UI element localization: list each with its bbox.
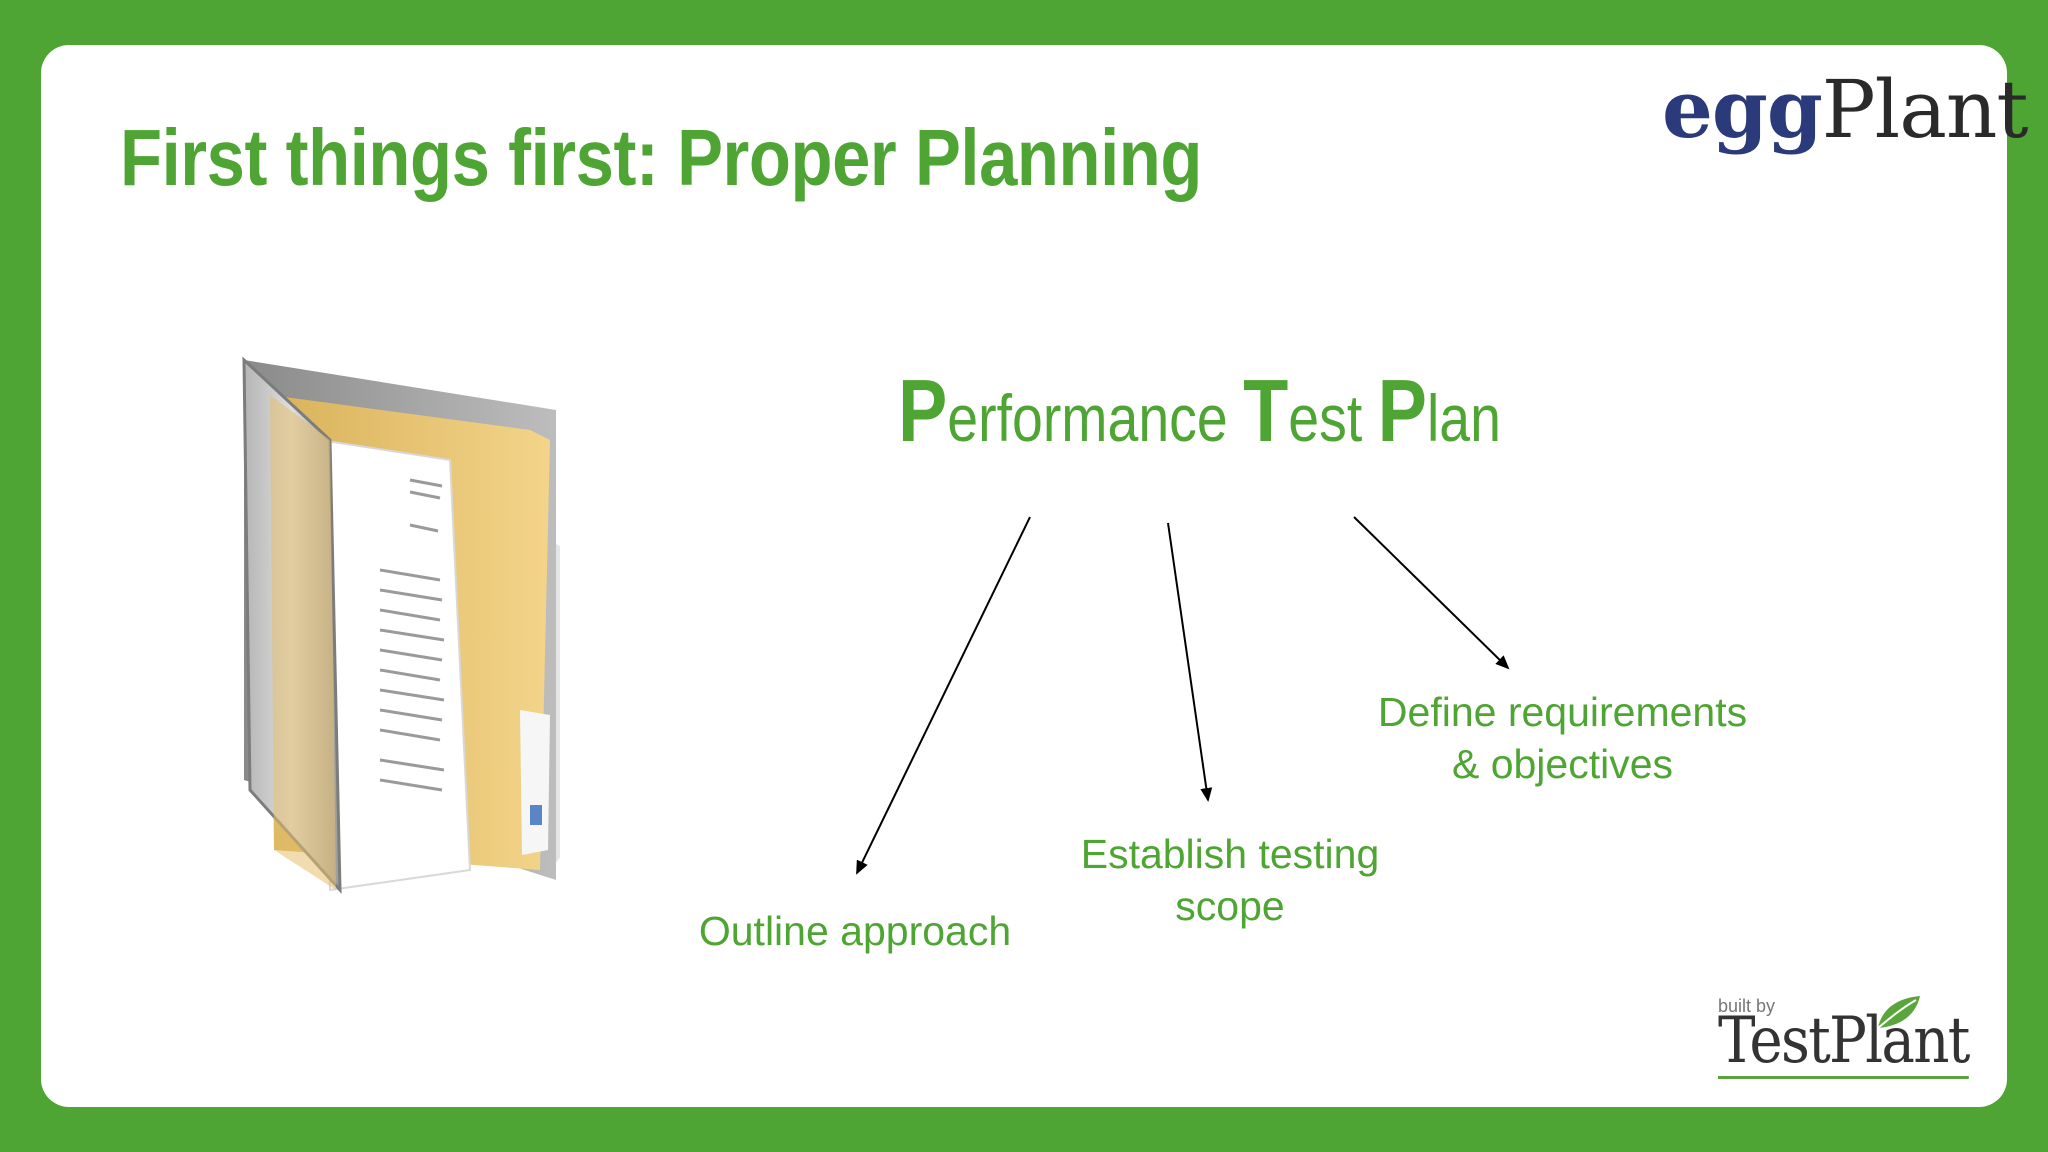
folder-icon [242, 356, 560, 895]
testplant-logo: TestPlant [1718, 1004, 1970, 1079]
plan-title-p: P [898, 361, 948, 460]
plan-title: Performance Test Plan [898, 360, 1501, 462]
slide-title: First things first: Proper Planning [120, 113, 1202, 202]
arrow-establish [1167, 522, 1213, 802]
plan-title-t-rest: est [1288, 381, 1378, 455]
arrow-outline [856, 516, 1031, 875]
establish-scope-line1: Establish testing [1080, 831, 1380, 877]
define-requirements-line2: & objectives [1451, 741, 1674, 787]
define-requirements-label: Define requirements & objectives [1350, 686, 1775, 790]
eggplant-logo: eggPlant [1662, 62, 2029, 156]
establish-scope-label: Establish testing scope [1050, 828, 1410, 932]
outline-approach-label: Outline approach [680, 905, 1030, 957]
plan-title-t: T [1243, 361, 1289, 460]
arrow-define [1353, 516, 1510, 670]
eggplant-logo-egg: egg [1662, 62, 1823, 156]
plan-title-l: P [1377, 361, 1427, 460]
eggplant-logo-plant: Plant [1821, 63, 2029, 156]
plan-title-l-rest: lan [1426, 381, 1501, 455]
built-by-label: built by [1718, 996, 1776, 1016]
leaf-icon [1877, 996, 1920, 1029]
define-requirements-line1: Define requirements [1377, 689, 1748, 735]
plan-title-p-rest: erformance [947, 381, 1244, 455]
outline-approach-text: Outline approach [698, 908, 1012, 954]
establish-scope-line2: scope [1175, 883, 1285, 929]
